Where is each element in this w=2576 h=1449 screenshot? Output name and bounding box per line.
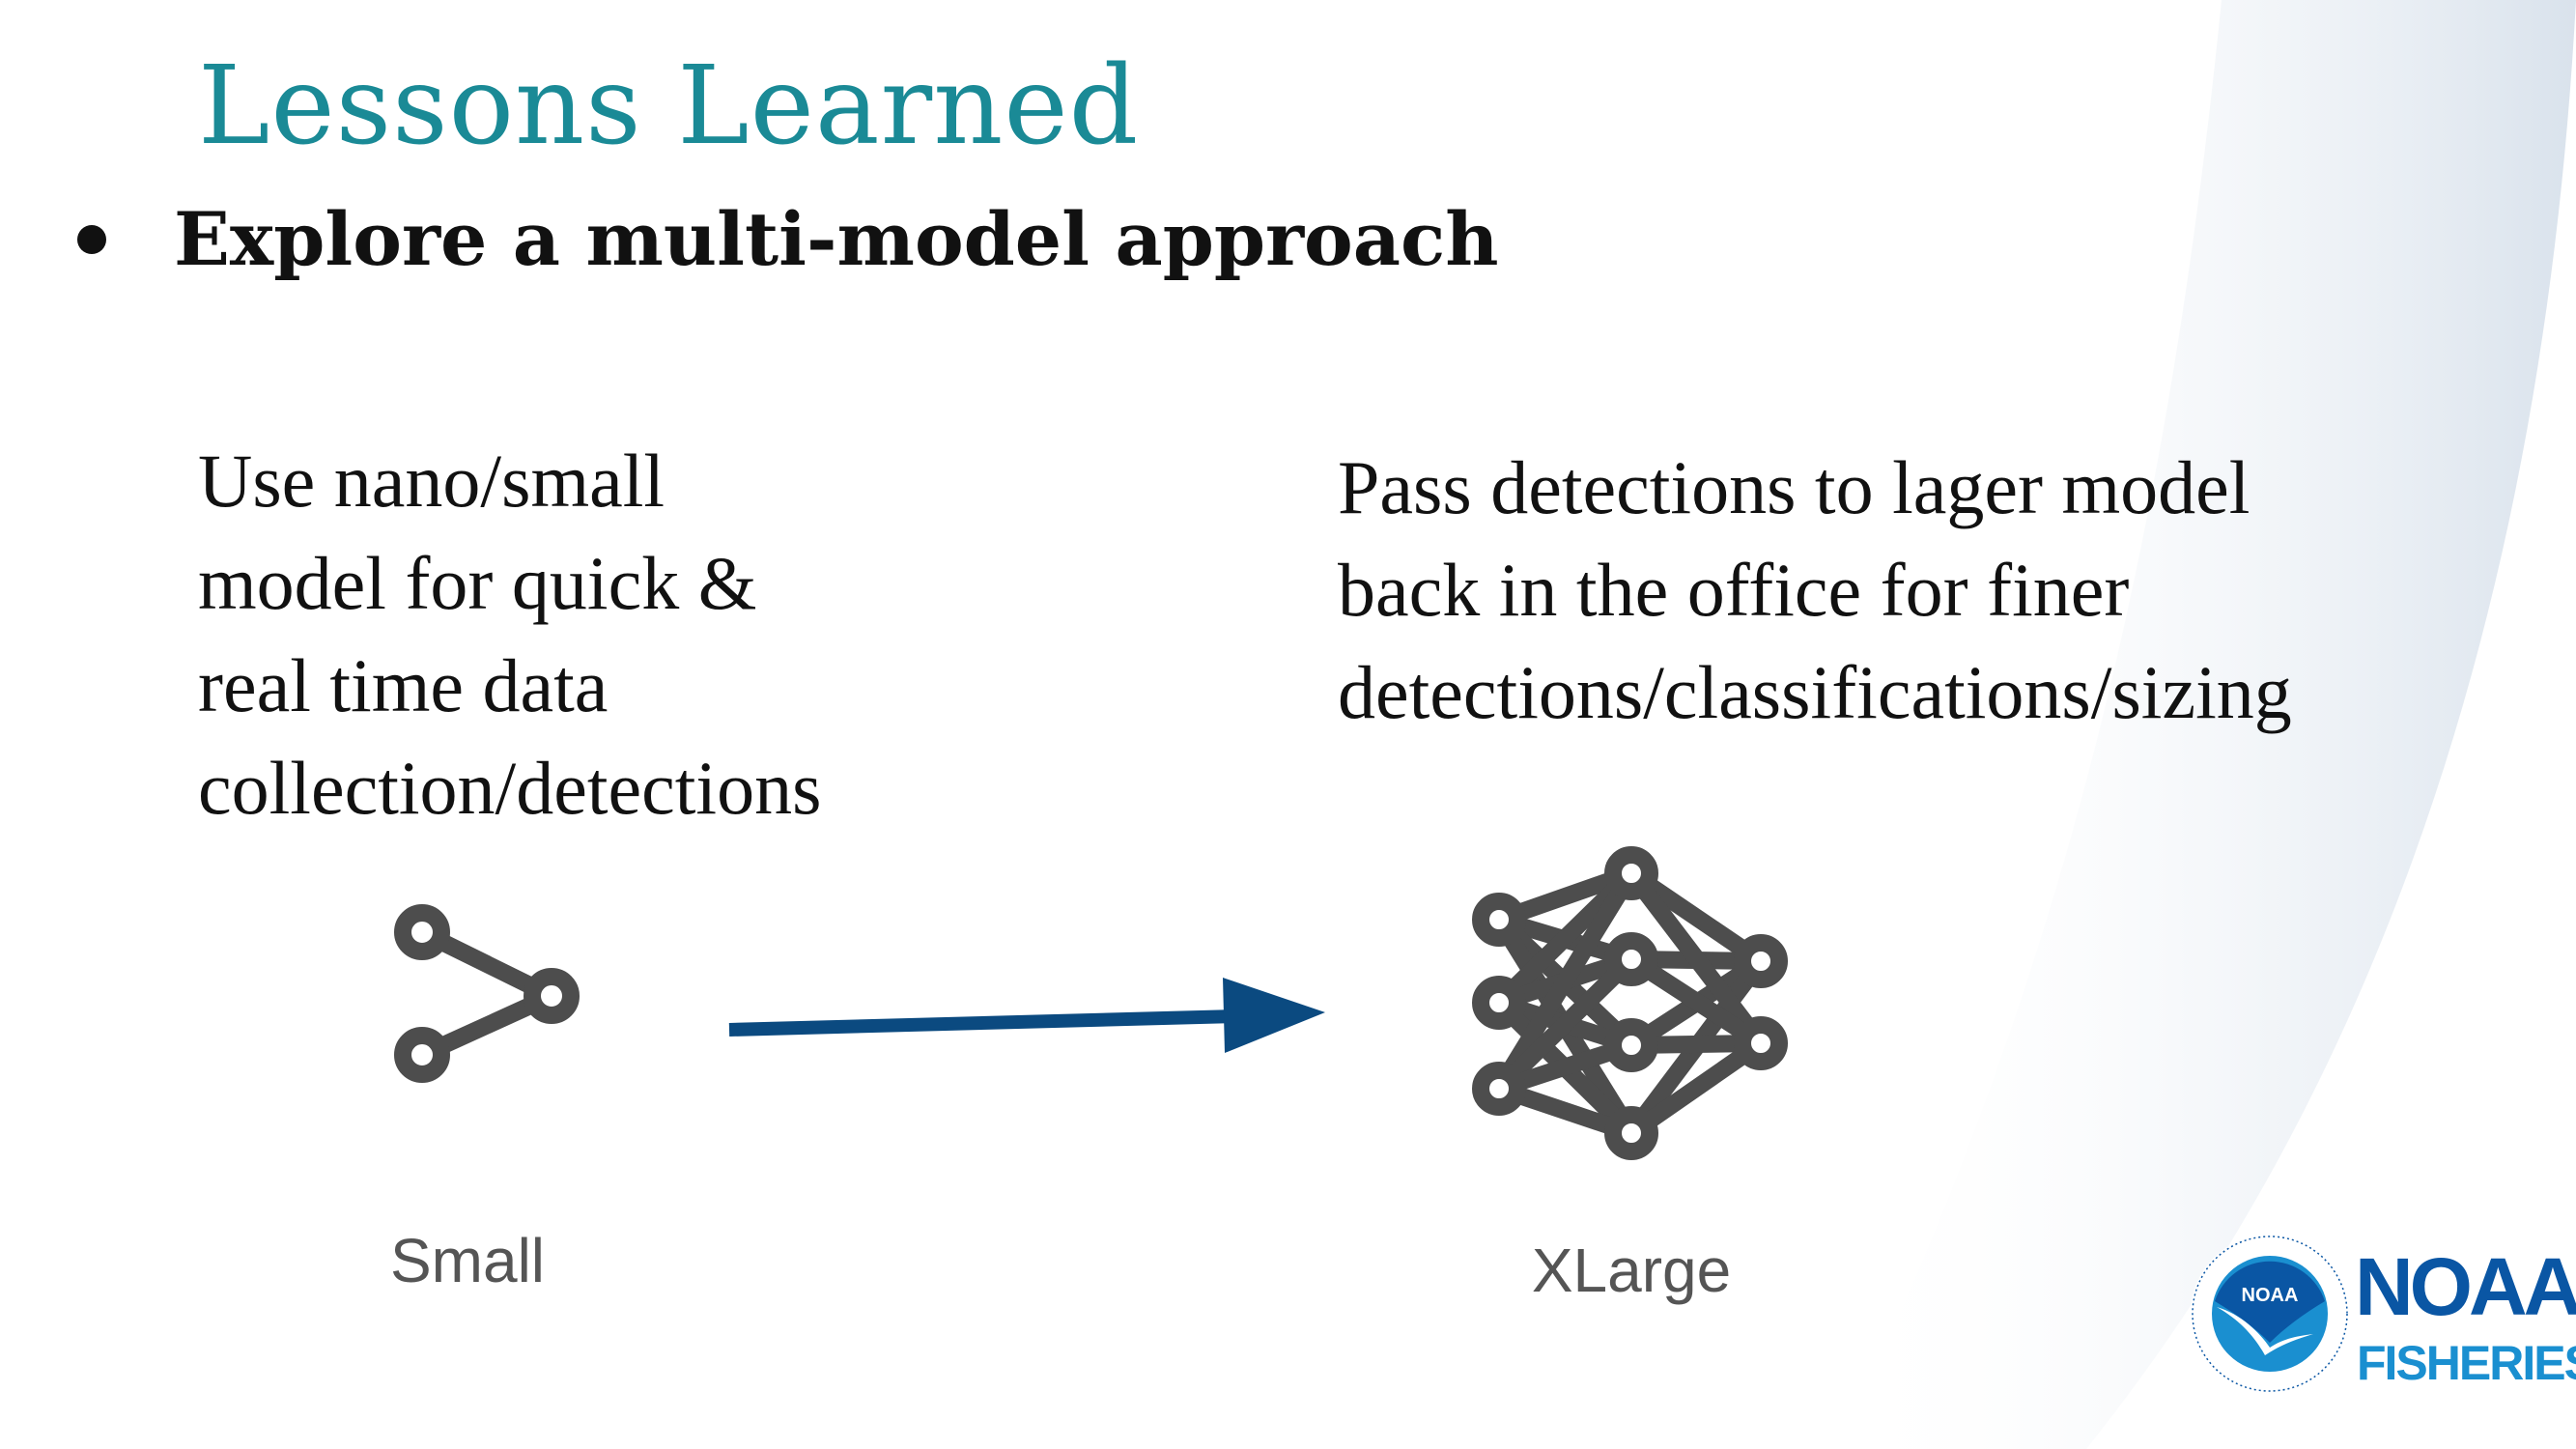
large-model-description: Pass detections to lager model back in t… — [1338, 437, 2292, 744]
small-network-icon — [394, 904, 580, 1083]
text-line: collection/detections — [198, 746, 822, 830]
small-model-description: Use nano/small model for quick & real ti… — [198, 430, 821, 839]
small-model-label: Small — [389, 1226, 546, 1295]
fisheries-wordmark: FISHERIES — [2357, 1336, 2576, 1390]
svg-text:NOAA: NOAA — [2242, 1285, 2299, 1306]
arrow-icon — [728, 978, 1325, 1053]
noaa-wordmark: NOAA — [2355, 1241, 2576, 1332]
text-line: detections/classifications/sizing — [1338, 650, 2292, 734]
xlarge-network-icon — [1472, 846, 1788, 1160]
bullet-dot — [77, 225, 106, 254]
bullet-text: Explore a multi-model approach — [174, 196, 1499, 282]
bullet-point: Explore a multi-model approach — [77, 193, 1499, 286]
text-line: model for quick & — [198, 541, 757, 625]
text-line: Use nano/small — [198, 439, 665, 523]
text-line: Pass detections to lager model — [1338, 445, 2250, 529]
xlarge-model-label: XLarge — [1531, 1236, 1732, 1305]
slide-title: Lessons Learned — [198, 43, 1140, 169]
text-line: back in the office for finer — [1338, 548, 2130, 632]
text-line: real time data — [198, 643, 609, 727]
noaa-seal-logo: NOAA — [2191, 1235, 2349, 1393]
